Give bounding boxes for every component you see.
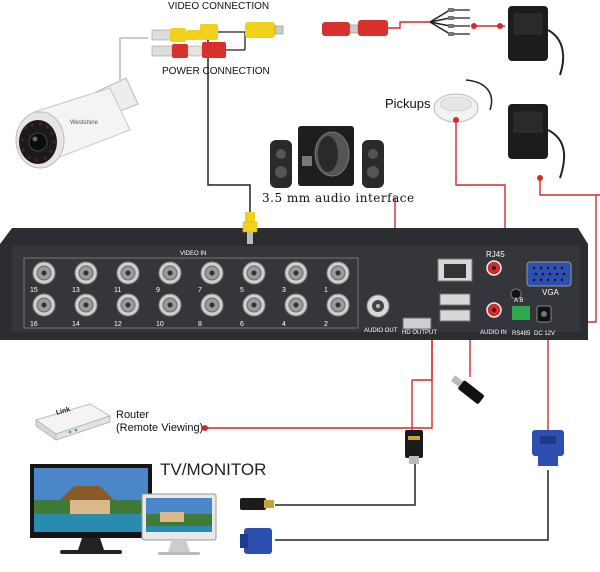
channel-number-label: 11: [114, 287, 121, 294]
rca-yellow-end: [245, 22, 275, 38]
channel-number-label: 1: [324, 287, 328, 294]
red-wires: [205, 21, 600, 430]
speaker-system: [270, 126, 384, 188]
channel-number-label: 2: [324, 321, 328, 328]
bnc-port-3[interactable]: [284, 261, 308, 285]
usb-port-2[interactable]: [439, 309, 471, 322]
dvr-recorder: 15 13 11 9 7 5 3 1 16 14 12 10 8 6 4 2: [0, 228, 588, 340]
bnc-port-14[interactable]: [74, 293, 98, 317]
video-cable: [207, 28, 251, 215]
bnc-port-2[interactable]: [326, 293, 350, 317]
bnc-port-4[interactable]: [284, 293, 308, 317]
splitter-dot: [471, 23, 477, 29]
power-connection-label: POWER CONNECTION: [162, 66, 270, 77]
dc-12v-label: DC 12V: [534, 331, 556, 337]
channel-number-label: 9: [156, 287, 160, 294]
channel-number-label: 10: [156, 321, 164, 328]
channel-number-label: 3: [282, 287, 286, 294]
power-splitter: [429, 8, 477, 36]
channel-number-label: 7: [198, 287, 202, 294]
channel-number-label: 4: [282, 321, 286, 328]
pickups-label: Pickups: [385, 96, 431, 111]
camera-cable: [119, 37, 148, 80]
dvr-back-panel: [12, 246, 580, 332]
rca-sleeve-left: [151, 29, 173, 41]
rca-red-plug: [172, 44, 188, 58]
hdmi-cable-to-tv: [275, 462, 416, 506]
bnc-port-15[interactable]: [32, 261, 56, 285]
vga-label: VGA: [542, 288, 559, 297]
power-plug-red-b: [358, 20, 388, 36]
channel-number-label: 13: [72, 287, 80, 294]
channel-number-label: 5: [240, 287, 244, 294]
tv-monitor: [30, 464, 152, 554]
rca-red-plug-b: [202, 42, 226, 58]
usb-port-1[interactable]: [439, 293, 471, 306]
bnc-port-12[interactable]: [116, 293, 140, 317]
vga-plug-tv: [240, 528, 272, 554]
bnc-port-5[interactable]: [242, 261, 266, 285]
channel-number-label: 14: [72, 321, 80, 328]
bnc-port-1[interactable]: [326, 261, 350, 285]
bnc-port-11[interactable]: [116, 261, 140, 285]
video-in-label: VIDEO IN: [180, 251, 207, 257]
vga-plug: [532, 430, 564, 466]
pickup-microphone: [433, 79, 493, 123]
rs485-terminal[interactable]: [512, 306, 530, 320]
hdmi-plug: [405, 430, 423, 464]
rca-yellow-plug: [170, 28, 186, 42]
rca-yellow-plug-c: [200, 24, 218, 40]
router-label: Router: [116, 409, 150, 421]
bnc-port-16[interactable]: [32, 293, 56, 317]
video-in-group: [23, 257, 359, 329]
rs485-ab-label: A B: [514, 298, 524, 304]
router-remote-viewing-label: (Remote Viewing): [116, 422, 204, 434]
alarm-jack: [510, 288, 522, 300]
channel-number-label: 15: [30, 287, 38, 294]
bnc-port-13[interactable]: [74, 261, 98, 285]
bnc-ports: 15 13 11 9 7 5 3 1 16 14 12 10 8 6 4 2: [30, 261, 350, 328]
bnc-port-6[interactable]: [242, 293, 266, 317]
audio-interface-label: 3.5 mm audio interface: [262, 191, 415, 205]
power-adapter-top: [497, 6, 565, 76]
channel-number-label: 8: [198, 321, 202, 328]
tv-monitor-label: TV/MONITOR: [160, 460, 267, 479]
rca-connectors: [151, 20, 388, 58]
bnc-port-9[interactable]: [158, 261, 182, 285]
bnc-port-8[interactable]: [200, 293, 224, 317]
rj45-label: RJ45: [486, 250, 505, 259]
rca-sleeve-left-2: [151, 45, 173, 57]
channel-number-label: 16: [30, 321, 38, 328]
channel-number-label: 6: [240, 321, 244, 328]
hdmi-plug-tv: [240, 498, 274, 510]
video-connection-label: VIDEO CONNECTION: [168, 1, 270, 12]
pickup-wire: [455, 120, 506, 258]
black-wires: [119, 28, 549, 541]
pc-monitor: [141, 493, 217, 555]
power-wire-to-splitter: [388, 21, 430, 29]
bullet-camera: [15, 77, 139, 169]
dc-adapter-wire: [539, 178, 600, 196]
power-adapter-bottom: [508, 104, 566, 181]
router-device: [34, 403, 208, 441]
rca-white-plug: [187, 45, 203, 57]
hd-output-label: HD OUTPUT: [402, 330, 437, 336]
camera-brand: Westshine: [70, 120, 98, 126]
rs485-label: RS485: [512, 331, 531, 337]
hdmi-wire-down: [412, 330, 433, 381]
hdmi-port[interactable]: [402, 317, 432, 330]
audio-out-label: AUDIO OUT: [364, 328, 398, 334]
vga-cable-to-tv: [275, 470, 549, 541]
audio-in-label: AUDIO IN: [480, 330, 507, 336]
power-plug-red: [322, 22, 350, 36]
video-bnc-connector: [242, 212, 258, 244]
bnc-port-7[interactable]: [200, 261, 224, 285]
bnc-port-10[interactable]: [158, 293, 182, 317]
channel-number-label: 12: [114, 321, 122, 328]
usb-flash-drive: [450, 375, 484, 404]
rca-yellow-plug-b: [186, 30, 200, 40]
